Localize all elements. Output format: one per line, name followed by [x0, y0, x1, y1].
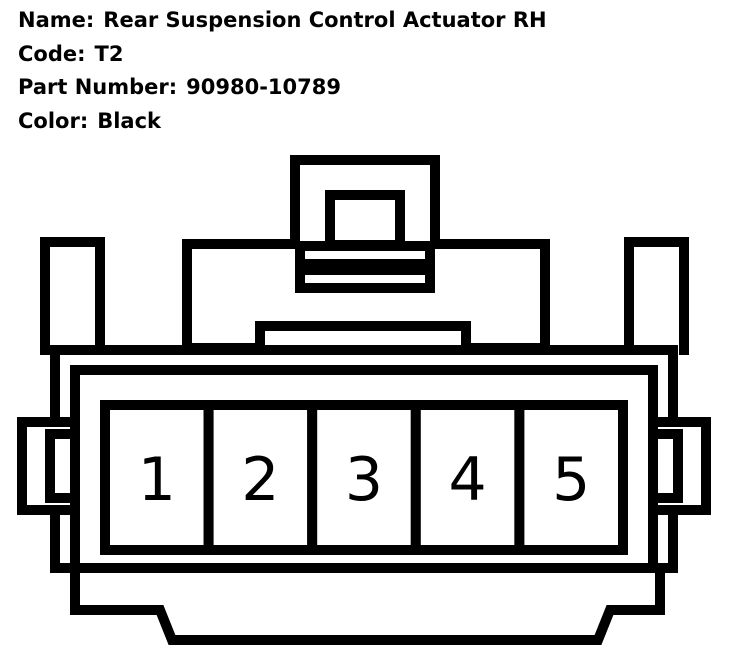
name-label: Name: [18, 8, 95, 32]
pin-number-4: 4 [449, 445, 487, 515]
pin-number-1: 1 [138, 445, 176, 515]
right-guide-post [624, 237, 689, 355]
name-row: Name: Rear Suspension Control Actuator RH [18, 4, 547, 38]
part-number-row: Part Number: 90980-10789 [18, 71, 547, 105]
code-label: Code: [18, 41, 86, 66]
color-row: Color: Black [18, 105, 547, 139]
pin-number-2: 2 [241, 445, 279, 515]
color-value: Black [97, 108, 162, 133]
connector-base [70, 563, 665, 645]
lock-tab-bar-upper [295, 241, 435, 269]
pin-number-3: 3 [345, 445, 383, 515]
part-number-label: Part Number: [18, 75, 178, 99]
pin-cavity-5 [514, 400, 629, 555]
pin-number-5: 5 [552, 445, 590, 515]
left-guide-post [40, 237, 105, 355]
connector-info: Name: Rear Suspension Control Actuator RH… [18, 4, 547, 138]
lock-tab-bar-lower [295, 265, 435, 293]
name-value: Rear Suspension Control Actuator RH [103, 8, 547, 32]
part-number-value: 90980-10789 [186, 75, 341, 99]
code-row: Code: T2 [18, 38, 547, 72]
lock-tab-window [325, 190, 405, 250]
code-value: T2 [94, 41, 124, 66]
color-label: Color: [18, 108, 89, 133]
